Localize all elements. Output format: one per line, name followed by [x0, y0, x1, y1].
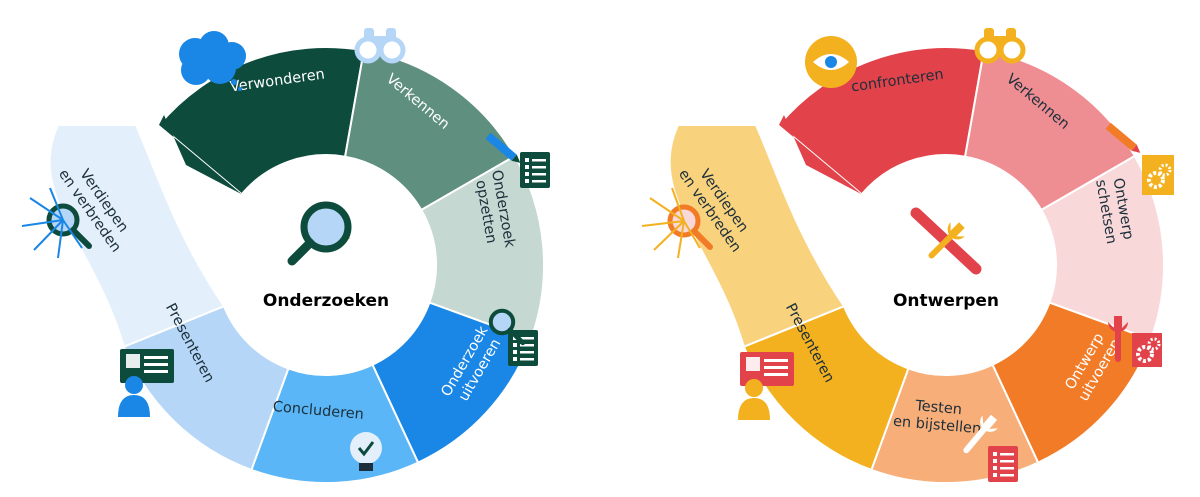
magnifier-pencil-icon — [287, 201, 352, 266]
binoculars-icon — [354, 28, 406, 64]
cycle-arrow-tip — [159, 115, 242, 195]
id-card-icon — [738, 352, 794, 420]
segment-label: Testenen bijstellen — [892, 396, 983, 437]
cycle-segment — [963, 49, 1137, 212]
magnifier-icon — [641, 187, 713, 259]
cycle-segment — [48, 124, 226, 349]
lightbulb-icon — [350, 432, 382, 471]
magnifier-icon — [21, 187, 92, 259]
center-title: Onderzoeken — [263, 291, 389, 311]
binoculars-icon — [974, 28, 1026, 64]
checklist-icon — [488, 308, 538, 366]
segment-label: Concluderen — [272, 399, 364, 423]
id-card-icon — [118, 349, 174, 417]
cycle-segment — [668, 124, 846, 349]
eye-icon — [805, 36, 857, 88]
pencil-ruler-icon — [910, 207, 982, 275]
gears-icon — [1105, 122, 1174, 195]
gears-icon — [1108, 316, 1162, 367]
thought-cloud-icon — [179, 31, 246, 91]
cycle-arrow-tip — [779, 115, 862, 195]
checklist-icon — [485, 132, 550, 188]
center-title: Ontwerpen — [893, 291, 999, 311]
wrench-icon — [963, 414, 1018, 482]
